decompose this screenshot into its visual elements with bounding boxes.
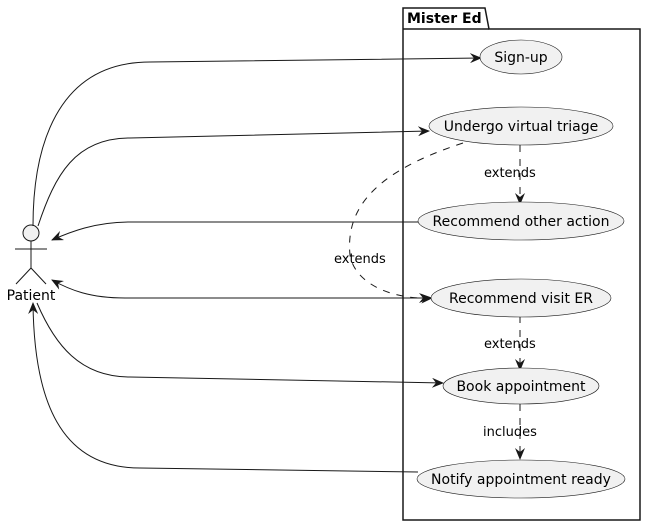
use-case-notify: Notify appointment ready — [416, 459, 626, 499]
actor-label: Patient — [7, 288, 56, 304]
use-case-book-label: Book appointment — [456, 379, 586, 395]
label-book-notify: includes — [483, 425, 537, 440]
edge-patient-book — [36, 302, 444, 388]
edge-patient-signup — [32, 53, 482, 227]
use-case-visit-er-label: Recommend visit ER — [449, 291, 593, 307]
edge-other-patient — [51, 221, 419, 241]
use-case-book: Book appointment — [442, 367, 600, 405]
use-case-visit-er: Recommend visit ER — [430, 278, 612, 318]
use-case-other-action-label: Recommend other action — [433, 214, 610, 230]
edge-er-patient — [51, 279, 325, 299]
use-case-signup: Sign-up — [479, 39, 563, 75]
use-case-triage: Undergo virtual triage — [428, 106, 614, 146]
use-case-triage-label: Undergo virtual triage — [444, 119, 598, 135]
dependencies — [349, 142, 525, 460]
associations — [28, 53, 482, 473]
package-mister-ed: Mister Ed — [402, 7, 641, 521]
label-triage-er: extends — [334, 252, 386, 267]
label-triage-other: extends — [484, 166, 536, 181]
actor-patient: Patient — [7, 224, 56, 304]
package-title: Mister Ed — [407, 11, 482, 27]
use-case-notify-label: Notify appointment ready — [431, 472, 611, 488]
edge-patient-triage — [37, 126, 430, 227]
use-case-signup-label: Sign-up — [494, 50, 547, 66]
dep-triage-er — [349, 142, 464, 304]
edge-notify-patient — [28, 302, 419, 473]
actor-head — [22, 224, 40, 242]
label-er-book: extends — [484, 337, 536, 352]
relation-labels: extends extends extends includes — [334, 166, 537, 440]
use-case-other-action: Recommend other action — [417, 201, 625, 241]
